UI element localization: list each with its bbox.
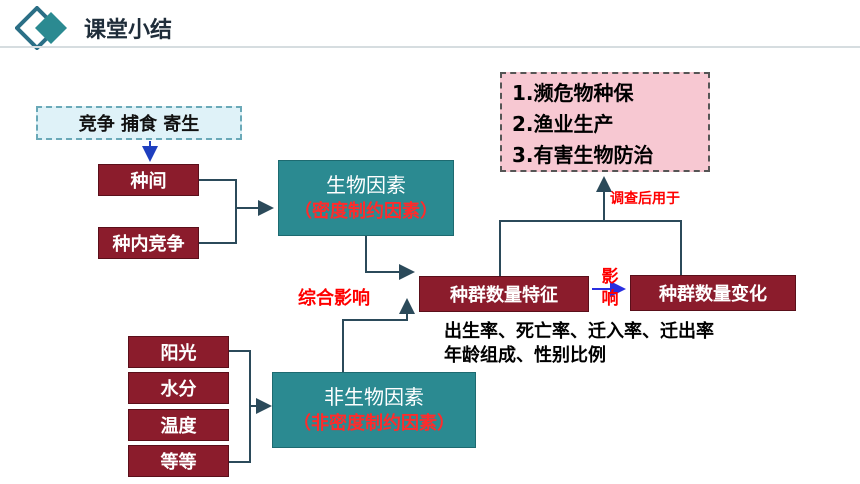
- population-traits-box: 种群数量特征: [419, 276, 589, 312]
- survey-label: 调查后用于: [610, 191, 680, 207]
- header-divider: [0, 46, 860, 48]
- etc-box: 等等: [128, 445, 229, 477]
- interspecific-box: 种间: [98, 164, 199, 196]
- bracket-survey: [499, 220, 682, 276]
- intraspecific-competition-box: 种内竞争: [98, 227, 199, 259]
- arrow-abiotic-to-traits: [342, 298, 415, 372]
- biotic-factor-title: 生物因素: [326, 173, 406, 197]
- intraspecific-competition-label: 种内竞争: [112, 234, 185, 255]
- trait-details-line-2: 年龄组成、性别比例: [444, 345, 606, 366]
- population-traits-label: 种群数量特征: [450, 285, 558, 306]
- bracket-biotic: [199, 179, 237, 244]
- biotic-factor-box: 生物因素 （密度制约因素）: [278, 160, 454, 236]
- application-item-3: 3.有害生物防治: [512, 143, 654, 167]
- sunlight-label: 阳光: [160, 343, 197, 364]
- bracket-abiotic: [229, 350, 251, 463]
- competition-types-label: 竞争 捕食 寄生: [78, 114, 200, 135]
- page-title: 课堂小结: [84, 18, 173, 43]
- competition-types-box: 竞争 捕食 寄生: [36, 106, 242, 140]
- sunlight-box: 阳光: [128, 336, 229, 368]
- trait-details-line-1: 出生率、死亡率、迁入率、迁出率: [444, 321, 714, 342]
- interspecific-label: 种间: [130, 171, 167, 192]
- abiotic-factor-box: 非生物因素 （非密度制约因素）: [272, 372, 476, 448]
- population-change-label: 种群数量变化: [659, 284, 767, 305]
- influence-label: 影响: [601, 267, 619, 309]
- biotic-factor-subtitle: （密度制约因素）: [294, 201, 438, 222]
- abiotic-factor-subtitle: （非密度制约因素）: [293, 413, 455, 434]
- population-change-box: 种群数量变化: [630, 275, 796, 311]
- combined-influence-label: 综合影响: [298, 288, 370, 309]
- diamond-logo-icon: [15, 6, 67, 50]
- etc-label: 等等: [160, 452, 197, 473]
- application-item-1: 1.濒危物种保: [512, 81, 634, 105]
- water-box: 水分: [128, 372, 229, 404]
- abiotic-factor-title: 非生物因素: [324, 385, 424, 409]
- temperature-label: 温度: [160, 416, 197, 437]
- application-item-2: 2.渔业生产: [512, 112, 614, 136]
- applications-box: 1.濒危物种保 2.渔业生产 3.有害生物防治: [500, 72, 710, 172]
- trait-details: 出生率、死亡率、迁入率、迁出率 年龄组成、性别比例: [444, 320, 714, 368]
- temperature-box: 温度: [128, 409, 229, 441]
- arrow-biotic-to-traits: [365, 236, 415, 280]
- water-label: 水分: [160, 379, 197, 400]
